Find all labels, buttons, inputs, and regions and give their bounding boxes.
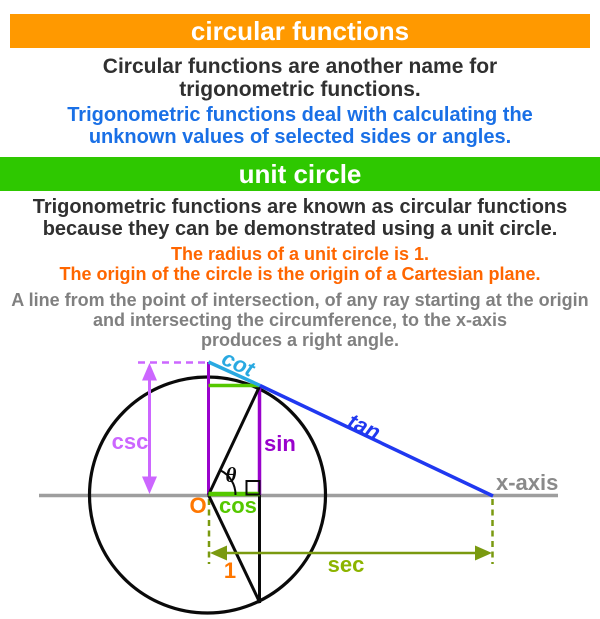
unit-circle-line-1: Trigonometric functions are known as cir… [32,196,568,218]
gray-note-line-1: A line from the point of intersection, o… [11,290,589,310]
sec-arrowhead-left-icon [210,545,227,561]
sec-label: sec [328,552,365,577]
blue-note-line-1: Trigonometric functions deal with calcul… [67,104,533,126]
right-angle-marker [245,480,261,496]
orange-note-paragraph: The radius of a unit circle is 1. The or… [0,244,600,284]
cot-segment [207,360,261,388]
csc-label: csc [112,429,149,454]
intro-line-1: Circular functions are another name for [102,55,498,78]
cos-label: cos [219,493,257,518]
sin-label: sin [264,431,296,456]
unit-circle-title: unit circle [238,159,362,189]
unit-circle-header-bar: unit circle [0,157,600,191]
circular-functions-title: circular functions [190,16,410,46]
unit-circle-diagram: cot tan csc sin θ x-axis O cos 1 sec [39,352,558,615]
radius-one-label: 1 [224,558,236,583]
orange-note-line-1: The radius of a unit circle is 1. [170,244,430,264]
csc-arrowhead-down-icon [142,476,157,494]
origin-label: O [189,493,206,518]
theta-angle-arc [219,469,237,496]
sec-arrowhead-right-icon [475,545,492,561]
tan-label: tan [344,408,385,445]
gray-note-line-3: produces a right angle. [200,330,400,350]
blue-note-line-2: unknown values of selected sides or angl… [88,126,512,148]
intro-paragraph: Circular functions are another name for … [0,55,600,101]
unit-circle-line-2: because they can be demonstrated using a… [42,218,558,240]
gray-note-line-2: and intersecting the circumference, to t… [92,310,508,330]
ray-origin-to-point [207,384,262,496]
radius-origin-to-bottom-point [207,494,262,604]
gray-note-paragraph: A line from the point of intersection, o… [0,290,600,350]
orange-note-line-2: The origin of the circle is the origin o… [59,264,541,284]
circular-functions-header-bar: circular functions [10,14,590,48]
csc-arrowhead-up-icon [142,363,157,381]
x-axis-label: x-axis [496,470,558,495]
blue-note-paragraph: Trigonometric functions deal with calcul… [0,104,600,148]
tan-segment [259,383,494,498]
intro-line-2: trigonometric functions. [179,78,421,101]
unit-circle-paragraph: Trigonometric functions are known as cir… [0,196,600,240]
theta-label: θ [226,463,237,487]
